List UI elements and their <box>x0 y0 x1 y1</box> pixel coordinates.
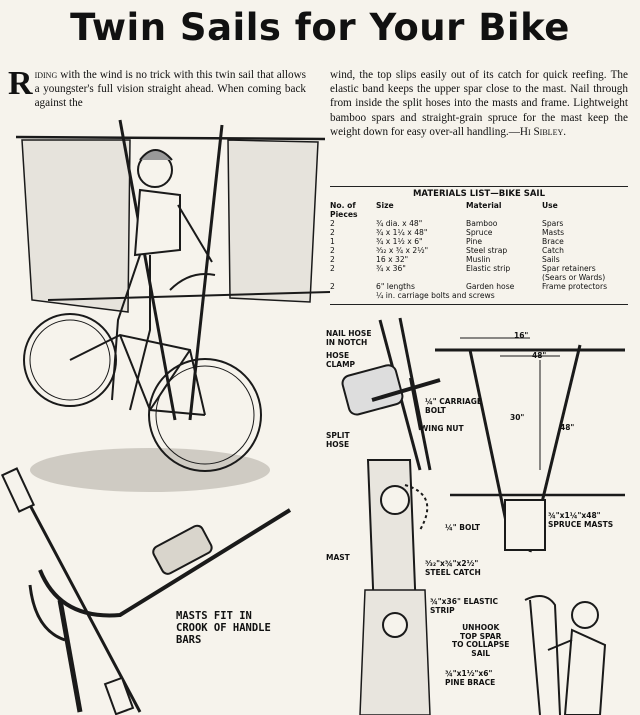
header-size: Size <box>376 201 394 210</box>
row-size: ¾ dia. x 48" <box>376 219 423 228</box>
row-material: Bamboo <box>466 219 498 228</box>
right-column-text: wind, the top slips easily out of its ca… <box>330 69 628 138</box>
row-use: Frame protectors <box>542 282 608 291</box>
left-column-text: with the wind is no trick with this twin… <box>34 69 307 110</box>
handlebar-detail-illustration <box>0 467 292 715</box>
row-size: ¾ x 1½ x 6" <box>376 237 423 246</box>
label-masts-fit-handlebars: MASTS FIT IN CROOK OF HANDLE BARS <box>176 610 271 646</box>
materials-table: No. of Pieces Size Material Use 2 ¾ dia.… <box>330 201 628 291</box>
author-byline: Hi Sibley. <box>519 125 567 138</box>
hose-clamp-detail-illustration <box>341 317 441 471</box>
row-use: Spar retainers <box>542 264 596 273</box>
header-material: Material <box>466 201 502 210</box>
materials-list: MATERIALS LIST—BIKE SAIL No. of Pieces S… <box>330 186 628 305</box>
label-spruce-masts: ¾"x1¼"x48" SPRUCE MASTS <box>548 511 614 529</box>
row-size: 6" lengths <box>376 282 415 291</box>
dimension-30: 30" <box>510 413 525 422</box>
label-elastic-strip: ¾"x36" ELASTIC STRIP <box>430 597 498 615</box>
row-material: Muslin <box>466 255 491 264</box>
row-size: ³⁄₃₂ x ¾ x 2½" <box>376 246 429 255</box>
label-carriage-bolt: ¼" CARRIAGE BOLT <box>425 397 483 415</box>
row-material: Spruce <box>466 228 493 237</box>
row-pieces: 2 <box>330 246 335 255</box>
row-pieces: 2 <box>330 264 335 273</box>
boy-collapsing-sail-illustration <box>524 595 607 715</box>
row-material: Garden hose <box>466 282 515 291</box>
row-pieces: 2 <box>330 282 335 291</box>
row-pieces: 2 <box>330 219 335 228</box>
label-mast: MAST <box>326 553 350 562</box>
label-hose-clamp: HOSE CLAMP <box>326 351 356 369</box>
row-size: ¾ x 1¼ x 48" <box>376 228 428 237</box>
steel-catch-detail-illustration <box>359 459 431 715</box>
label-unhook: UNHOOK TOP SPAR TO COLLAPSE SAIL <box>452 623 510 658</box>
row-material: Elastic strip <box>466 264 511 273</box>
label-split-hose: SPLIT HOSE <box>326 431 350 449</box>
row-pieces: 2 <box>330 255 335 264</box>
materials-footer: ¼ in. carriage bolts and screws <box>376 291 495 300</box>
label-bolt: ¼" BOLT <box>445 523 481 532</box>
row-use: Spars <box>542 219 564 228</box>
dimension-48-side: 48" <box>560 423 575 432</box>
row-use: Brace <box>542 237 564 246</box>
row-material: Steel strap <box>466 246 508 255</box>
boy-on-bike-illustration <box>15 119 331 492</box>
article-right-column: wind, the top slips easily out of its ca… <box>330 68 628 139</box>
drop-cap: R <box>8 65 33 102</box>
row-use: Sails <box>542 255 560 264</box>
sail-frame-diagram <box>435 337 625 553</box>
label-pine-brace: ¾"x1½"x6" PINE BRACE <box>445 669 496 687</box>
label-wing-nut: WING NUT <box>420 424 464 433</box>
row-size: ¾ x 36" <box>376 264 406 273</box>
dimension-48-top: 48" <box>532 351 547 360</box>
row-material: Pine <box>466 237 483 246</box>
row-size: 16 x 32" <box>376 255 409 264</box>
lead-word: iding <box>34 69 58 81</box>
row-pieces: 2 <box>330 228 335 237</box>
row-use: Masts <box>542 228 565 237</box>
header-use: Use <box>542 201 558 210</box>
row-use: (Sears or Wards) <box>542 273 606 282</box>
dimension-16: 16" <box>514 331 529 340</box>
header-pieces: No. of Pieces <box>330 201 358 219</box>
page-title: Twin Sails for Your Bike <box>70 6 570 49</box>
label-nail-hose: NAIL HOSE IN NOTCH <box>326 329 372 347</box>
label-steel-catch: ³⁄₃₂"x¾"x2½" STEEL CATCH <box>425 559 481 577</box>
row-pieces: 1 <box>330 237 335 246</box>
row-use: Catch <box>542 246 564 255</box>
materials-title: MATERIALS LIST—BIKE SAIL <box>412 189 546 199</box>
